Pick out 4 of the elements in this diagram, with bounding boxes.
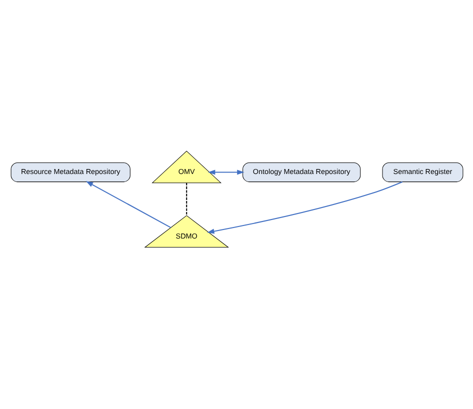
arrow (85, 181, 171, 228)
arrow (206, 181, 402, 234)
connector (186, 182, 187, 216)
arrow (207, 170, 244, 175)
